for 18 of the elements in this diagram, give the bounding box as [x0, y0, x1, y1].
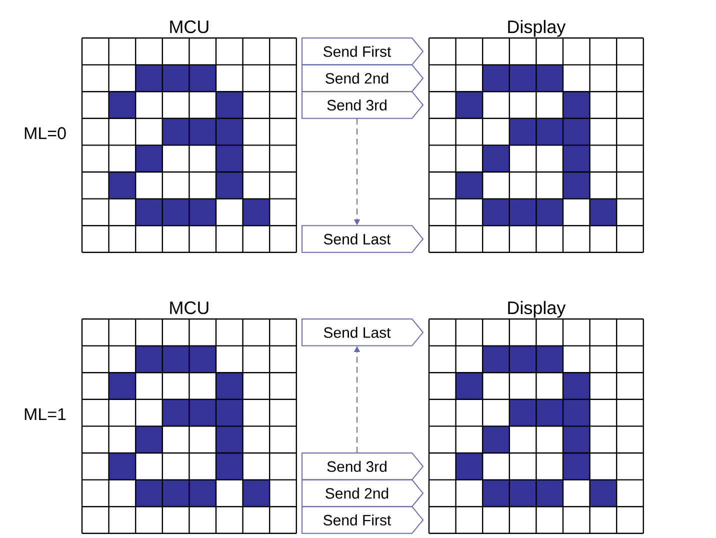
send-tag: Send First: [302, 506, 424, 534]
send-tag: Send 3rd: [302, 91, 424, 119]
send-tag: Send 2nd: [302, 64, 424, 92]
mode-label: ML=0: [24, 127, 66, 140]
send-tag: Send First: [302, 38, 424, 66]
send-tag: Send 2nd: [302, 479, 424, 508]
node-label: Display: [508, 20, 566, 37]
node-label: MCU: [170, 20, 208, 34]
send-tag: Send Last: [302, 318, 424, 346]
send-tag: Send Last: [302, 225, 424, 253]
pixel-grid: MCU: [81, 301, 297, 534]
pixel-grid: MCU: [81, 20, 297, 253]
pixel-grid: Display: [428, 300, 644, 534]
node-label: Display: [508, 300, 566, 318]
pixel-grid: Display: [428, 20, 644, 253]
send-tag: Send 3rd: [302, 452, 424, 480]
mode-label: ML=1: [24, 408, 66, 420]
node-label: MCU: [170, 301, 208, 314]
